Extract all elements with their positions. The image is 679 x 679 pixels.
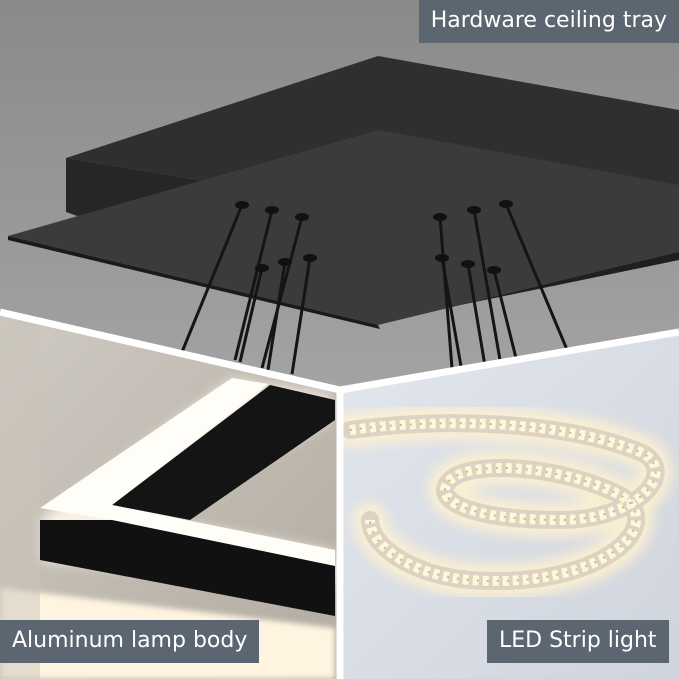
frame-inner-bar: [112, 385, 335, 520]
caption-led-strip-light: LED Strip light: [487, 620, 669, 663]
caption-aluminum-lamp-body: Aluminum lamp body: [0, 620, 260, 663]
panel-dividers: [0, 308, 679, 679]
frame-glow-strip: [40, 378, 335, 566]
caption-hardware-ceiling-tray: Hardware ceiling tray: [418, 0, 679, 43]
tray-plate: [8, 130, 679, 325]
cable-anchors: [235, 200, 513, 274]
panel-ceiling-tray: [0, 0, 679, 390]
frame-outer-side: [40, 520, 335, 616]
suspension-cables: [180, 203, 570, 375]
